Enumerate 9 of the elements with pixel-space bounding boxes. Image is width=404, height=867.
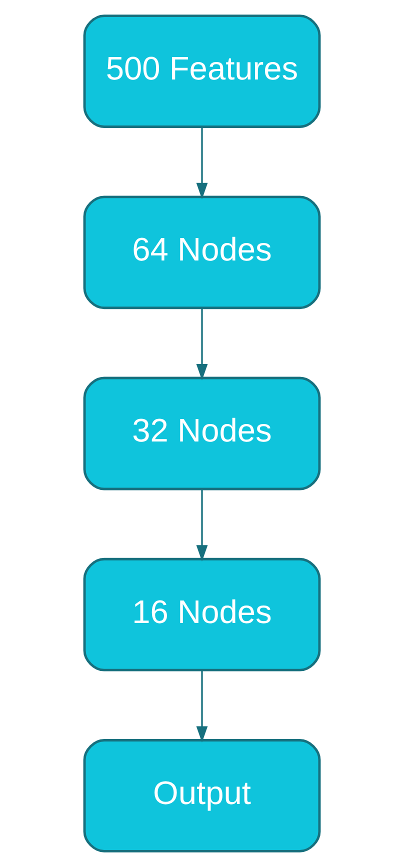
- node-box: Output: [83, 739, 321, 852]
- node-box: 64 Nodes: [83, 196, 321, 310]
- arrow: [196, 127, 208, 200]
- arrow: [196, 489, 208, 562]
- node-box: 500 Features: [83, 14, 321, 128]
- node-box: 16 Nodes: [83, 558, 321, 672]
- arrow: [196, 308, 208, 380]
- arrow: [196, 670, 208, 743]
- node-box: 32 Nodes: [83, 376, 321, 490]
